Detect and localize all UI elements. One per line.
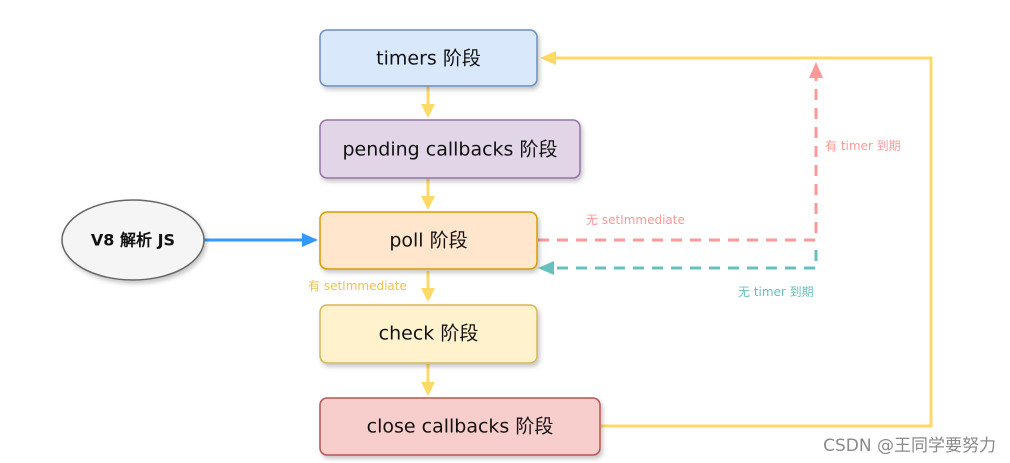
close-to-timers-loop-arrow	[556, 56, 933, 428]
poll-phase-node: poll 阶段	[319, 211, 538, 270]
v8-parse-js-node: V8 解析 JS	[61, 199, 205, 281]
timers-phase-node: timers 阶段	[319, 29, 538, 87]
timer-check-back-to-poll-arrow	[554, 250, 818, 270]
pending-callbacks-phase-node: pending callbacks 阶段	[319, 119, 581, 179]
poll-to-timers-dashed-arrow	[538, 78, 818, 242]
has-setimmediate-label: 有 setImmediate	[308, 279, 407, 293]
pending-to-poll-arrowhead	[421, 196, 435, 210]
poll-to-timers-dashed-arrowhead	[809, 62, 823, 78]
csdn-watermark: CSDN @王同学要努力	[823, 436, 996, 456]
poll-phase-label: poll 阶段	[389, 230, 467, 252]
close-callbacks-phase-label: close callbacks 阶段	[367, 416, 554, 438]
check-phase-node: check 阶段	[319, 304, 538, 364]
check-to-close-arrowhead	[421, 382, 435, 396]
has-timer-expired-label: 有 timer 到期	[825, 139, 901, 153]
no-setimmediate-label: 无 setImmediate	[586, 213, 685, 227]
pending-callbacks-phase-label: pending callbacks 阶段	[342, 139, 557, 161]
timer-check-back-to-poll-arrowhead	[538, 261, 554, 275]
close-to-timers-loop-arrowhead	[540, 51, 556, 65]
v8-to-poll-arrowhead	[302, 233, 318, 247]
check-phase-label: check 阶段	[379, 323, 479, 345]
poll-to-check-arrowhead	[421, 288, 435, 302]
no-timer-expired-label: 无 timer 到期	[738, 285, 814, 299]
timers-to-pending-arrowhead	[421, 104, 435, 118]
timers-phase-label: timers 阶段	[376, 48, 481, 70]
close-callbacks-phase-node: close callbacks 阶段	[319, 397, 601, 456]
v8-parse-js-label: V8 解析 JS	[91, 231, 175, 250]
